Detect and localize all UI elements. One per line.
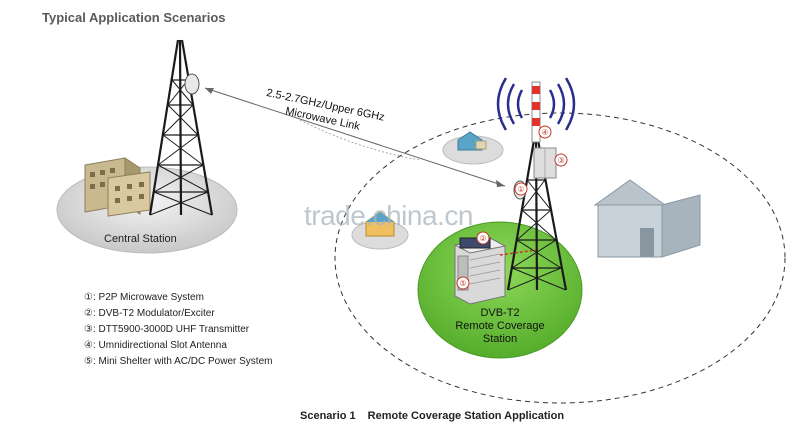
caption-title: Remote Coverage Station Application (367, 410, 565, 422)
legend-list: ①: P2P Microwave System ②: DVB-T2 Modula… (84, 290, 272, 370)
caption-scenario: Scenario 1 (300, 410, 356, 422)
microwave-link-line (204, 87, 506, 187)
transmitter-cabinet-icon (533, 147, 557, 179)
remote-station-line-2: Remote Coverage (455, 320, 545, 332)
marker-5: ⑤ (456, 276, 470, 290)
house-icon (351, 211, 409, 250)
marker-3: ③ (554, 153, 568, 167)
svg-text:①: ① (517, 185, 524, 194)
legend-item: ①: P2P Microwave System (84, 292, 204, 303)
watermark-text: trade.china.cn (304, 200, 473, 231)
house-icon (442, 131, 504, 165)
diagram-heading: Typical Application Scenarios (42, 10, 226, 25)
marker-2: ② (476, 231, 490, 245)
shelter-icon (453, 237, 507, 305)
marker-1: ① (514, 182, 528, 196)
svg-text:③: ③ (557, 156, 564, 165)
coverage-area-ellipse (334, 112, 786, 404)
svg-text:④: ④ (541, 128, 548, 137)
marker-4: ④ (538, 125, 552, 139)
slot-antenna-icon (531, 81, 541, 143)
feeder-cable (499, 249, 537, 256)
figure-caption: Scenario 1 Remote Coverage Station Applic… (300, 410, 564, 422)
remote-station-line-1: DVB-T2 (480, 307, 520, 319)
signal-wave-icon (496, 77, 576, 131)
legend-item: ③: DTT5900-3000D UHF Transmitter (84, 324, 250, 335)
microwave-dish-icon (184, 73, 200, 95)
svg-text:⑤: ⑤ (459, 279, 466, 288)
house-icon (593, 179, 701, 258)
legend-item: ②: DVB-T2 Modulator/Exciter (84, 308, 215, 319)
central-station-label: Central Station (104, 233, 177, 245)
building-icon (84, 157, 151, 217)
lattice-tower-icon (148, 39, 214, 216)
legend-item: ④: Umnidirectional Slot Antenna (84, 340, 227, 351)
remote-station-label: DVB-T2 Remote Coverage Station (440, 307, 560, 346)
legend-item: ⑤: Mini Shelter with AC/DC Power System (84, 356, 273, 367)
svg-text:②: ② (479, 234, 486, 243)
remote-station-line-3: Station (482, 333, 518, 345)
